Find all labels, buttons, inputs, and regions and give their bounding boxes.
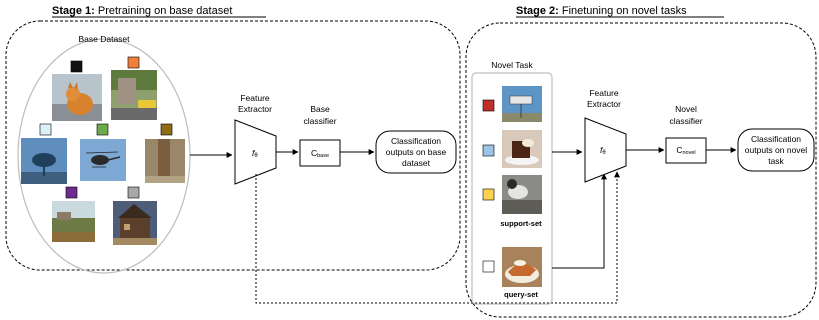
novel-output-line-3: task [768, 156, 784, 166]
novel-classifier-box [665, 137, 707, 164]
stage2-title-rest: Finetuning on novel tasks [559, 5, 687, 17]
helicopter-photo [80, 139, 126, 181]
f-theta-label: fθ [252, 148, 258, 159]
swatch-gray [127, 186, 140, 199]
novel-task-panel [471, 72, 553, 305]
billboard-photo [502, 86, 542, 122]
swatch-black [70, 60, 83, 73]
stage2-feature-extractor-trapezoid [584, 117, 627, 183]
base-output-box [375, 130, 457, 174]
base-output-line-3: dataset [402, 158, 431, 168]
base-output-line-1: Classification [391, 136, 441, 146]
support-set-label: support-set [500, 219, 542, 228]
query-swatch [482, 260, 495, 273]
base-dataset-label: Base Dataset [78, 34, 130, 44]
novel-output-line-1: Classification [751, 134, 801, 144]
c-novel-label: Cnovel [676, 145, 695, 156]
swatch-orange [127, 56, 140, 69]
stage1-container [5, 20, 461, 271]
dog-photo [502, 175, 542, 214]
novel-output-box [737, 128, 815, 172]
support-swatch-yellow [482, 188, 495, 201]
query-set-label: query-set [504, 290, 538, 299]
swatch-brown [160, 123, 173, 136]
support-swatch-red [482, 99, 495, 112]
dessert-photo [502, 130, 542, 168]
swatch-lightblue [39, 123, 52, 136]
stage2-feature-extractor-label-2: Extractor [587, 99, 621, 109]
novel-task-label: Novel Task [491, 60, 533, 70]
stage2-f-theta-label: fθ [600, 145, 606, 156]
pie-photo [502, 247, 542, 287]
stage2-title-bold: Stage 2: [516, 5, 559, 17]
house-photo [113, 201, 157, 245]
base-dataset-ellipse [17, 38, 191, 274]
base-classifier-label-1: Base [310, 104, 330, 114]
stage1-title: Stage 1: Pretraining on base dataset [52, 5, 232, 17]
feature-extractor-label-2: Extractor [238, 104, 272, 114]
stage1-title-rest: Pretraining on base dataset [95, 5, 233, 17]
street-car-photo [111, 70, 157, 120]
query-to-extractor-arrow [552, 173, 607, 269]
weight-transfer-dotted-arrow [255, 171, 620, 304]
stage1-title-bold: Stage 1: [52, 5, 95, 17]
tree-trunk-photo [145, 139, 185, 183]
base-output-line-2: outputs on base [386, 147, 447, 157]
base-classifier-label-2: classifier [303, 116, 336, 126]
cat-photo [52, 74, 102, 121]
c-base-label: Cbase [311, 148, 329, 159]
novel-output-line-2: outputs on novel [745, 145, 807, 155]
stage2-title: Stage 2: Finetuning on novel tasks [516, 5, 687, 17]
tree-photo [21, 138, 67, 184]
stage2-container [465, 22, 817, 318]
swatch-green [96, 123, 109, 136]
stage2-feature-extractor-label-1: Feature [589, 88, 619, 98]
field-photo [52, 201, 95, 242]
base-classifier-box [299, 139, 341, 167]
swatch-purple [65, 186, 78, 199]
feature-extractor-label-1: Feature [240, 93, 270, 103]
support-swatch-blue [482, 144, 495, 157]
feature-extractor-trapezoid [234, 119, 277, 185]
novel-classifier-label-2: classifier [669, 116, 702, 126]
novel-classifier-label-1: Novel [675, 104, 697, 114]
